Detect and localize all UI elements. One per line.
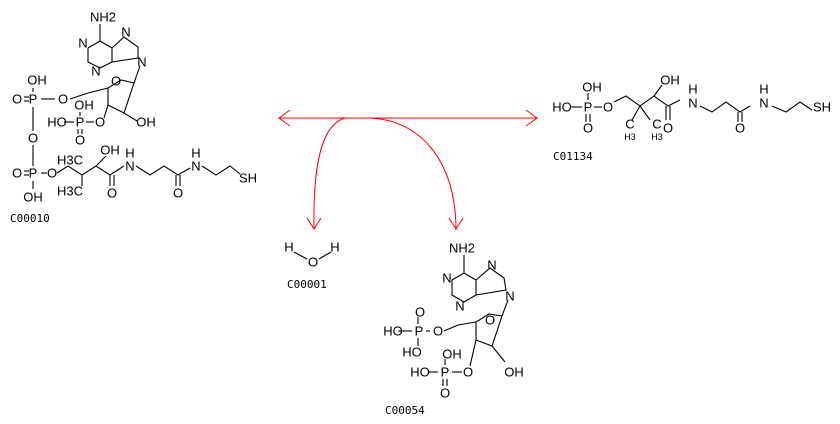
arrowhead-water-icon xyxy=(306,217,322,230)
atom-h: H xyxy=(759,82,768,97)
atom-h: H xyxy=(191,146,200,161)
compound-id-c00054[interactable]: C00054 xyxy=(385,404,425,417)
atom-o: O xyxy=(47,166,57,181)
atom-h: H xyxy=(330,240,339,255)
atom-n: N xyxy=(487,258,496,273)
atom-n: N xyxy=(125,159,134,174)
arrowhead-c00054-icon xyxy=(448,217,464,230)
compound-c00054-structure[interactable]: NH2 N N N N O O HO P O HO OH HO P O O OH… xyxy=(383,241,524,418)
atom-o: O xyxy=(111,74,121,89)
atom-o: O xyxy=(107,186,117,201)
atom-o: O xyxy=(58,92,68,107)
atom-p: P xyxy=(584,100,593,115)
atom-oh: OH xyxy=(27,73,47,88)
atom-ho: HO xyxy=(47,115,67,130)
atom-p: P xyxy=(76,115,85,130)
atom-o: O xyxy=(485,313,495,328)
atom-p: P xyxy=(29,92,38,107)
arrowhead-left-icon xyxy=(278,109,291,127)
atom-o: O xyxy=(75,133,85,148)
atom-p: P xyxy=(441,365,450,380)
atom-n: N xyxy=(688,96,697,111)
atom-h3: H3 xyxy=(624,132,636,142)
atom-c: C xyxy=(625,117,634,132)
arrowhead-right-icon xyxy=(525,109,538,127)
atom-n: N xyxy=(505,289,514,304)
atom-ho: HO xyxy=(383,324,403,339)
atom-sh: SH xyxy=(239,171,257,186)
atom-ho: HO xyxy=(410,365,430,380)
atom-o: O xyxy=(12,166,22,181)
atom-methyl: H3C xyxy=(57,184,83,199)
atom-oh: OH xyxy=(74,98,94,113)
atom-oh: OH xyxy=(504,365,524,380)
atom-h: H xyxy=(125,146,134,161)
compound-c00010-structure[interactable]: NH2 N N N N O OH O P O OH HO P O O OH O … xyxy=(10,10,257,226)
atom-o: O xyxy=(308,255,318,270)
atom-n: N xyxy=(191,159,200,174)
atom-h3: H3 xyxy=(651,132,663,142)
atom-oh: OH xyxy=(23,190,43,205)
atom-n: N xyxy=(759,96,768,111)
atom-n: N xyxy=(121,25,130,40)
reaction-arrow xyxy=(278,109,538,230)
atom-n: N xyxy=(78,36,87,51)
branch-arrow-c00054 xyxy=(369,117,457,229)
atom-nh2: NH2 xyxy=(449,241,475,256)
atom-o: O xyxy=(415,305,425,320)
compound-c00001-structure[interactable]: H O H C00001 xyxy=(284,240,339,292)
atom-sh: SH xyxy=(813,100,831,115)
atom-ho: HO xyxy=(402,345,422,360)
atom-h: H xyxy=(688,82,697,97)
compound-c01134-structure[interactable]: OH HO P O O C H3 C H3 OH O N H O N H SH … xyxy=(552,73,831,164)
atom-oh: OH xyxy=(136,115,156,130)
atom-n: N xyxy=(91,64,100,79)
atom-o: O xyxy=(463,365,473,380)
atom-o: O xyxy=(433,324,443,339)
atom-oh: OH xyxy=(442,347,462,362)
atom-o: O xyxy=(735,121,745,136)
atom-n: N xyxy=(442,271,451,286)
atom-o: O xyxy=(663,121,673,136)
compound-id-c00001[interactable]: C00001 xyxy=(287,278,327,291)
atom-p: P xyxy=(29,166,38,181)
atom-o: O xyxy=(12,92,22,107)
atom-nh2: NH2 xyxy=(90,10,116,25)
atom-p: P xyxy=(415,324,424,339)
atom-o: O xyxy=(603,100,613,115)
atom-oh: OH xyxy=(582,80,602,95)
atom-h: H xyxy=(284,240,293,255)
atom-o: O xyxy=(173,186,183,201)
atom-o: O xyxy=(95,115,105,130)
atom-o: O xyxy=(583,121,593,136)
atom-c: C xyxy=(652,117,661,132)
atom-n: N xyxy=(137,55,146,70)
atom-oh: OH xyxy=(100,143,120,158)
atom-ho: HO xyxy=(552,100,572,115)
atom-n: N xyxy=(455,299,464,314)
compound-id-c01134[interactable]: C01134 xyxy=(553,150,593,163)
atom-methyl: H3C xyxy=(57,153,83,168)
compound-id-c00010[interactable]: C00010 xyxy=(10,212,50,225)
branch-arrow-water xyxy=(313,117,346,229)
atom-o: O xyxy=(28,131,38,146)
atom-oh: OH xyxy=(660,73,680,88)
atom-o: O xyxy=(440,386,450,401)
